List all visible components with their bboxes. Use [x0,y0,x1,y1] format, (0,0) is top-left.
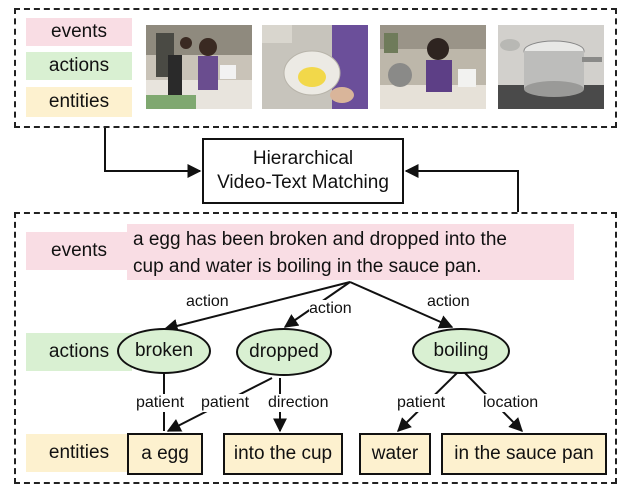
edge-label-action-dropped: action [309,300,352,318]
entity-node-water: water [359,433,431,475]
entity-node-cup: into the cup [223,433,343,475]
entity-node-egg: a egg [127,433,203,475]
entity-node-pan: in the sauce pan [441,433,607,475]
text-graph-panel [14,212,617,484]
hierarchical-matching-box: Hierarchical Video-Text Matching [202,138,404,204]
row-label-events: events [26,232,132,270]
event-caption: a egg has been broken and dropped into t… [127,224,574,280]
legend-actions: actions [26,52,132,80]
edge-label-patient-boiling: patient [397,394,446,412]
edge-label-location: location [483,394,539,412]
matching-box-line-2: Video-Text Matching [217,172,389,193]
video-frame-1 [146,25,252,109]
legend-entities: entities [26,87,132,117]
edge-label-patient-broken: patient [136,394,185,412]
legend-events: events [26,18,132,46]
event-caption-line-2: cup and water is boiling in the sauce pa… [133,256,482,277]
action-node-boiling: boiling [412,328,510,374]
matching-box-line-1: Hierarchical [252,148,354,169]
edge-label-action-boiling: action [427,293,470,311]
event-caption-line-1: a egg has been broken and dropped into t… [133,229,507,250]
row-label-actions: actions [26,333,132,371]
video-frames-panel [14,8,617,128]
edge-label-direction: direction [268,394,329,412]
edge-label-action-broken: action [186,293,229,311]
row-label-entities: entities [26,434,132,472]
video-frame-2 [262,25,368,109]
action-node-broken: broken [117,328,211,374]
video-frame-4 [498,25,604,109]
action-node-dropped: dropped [236,328,332,376]
video-frame-3 [380,25,486,109]
edge-label-patient-dropped: patient [201,394,250,412]
